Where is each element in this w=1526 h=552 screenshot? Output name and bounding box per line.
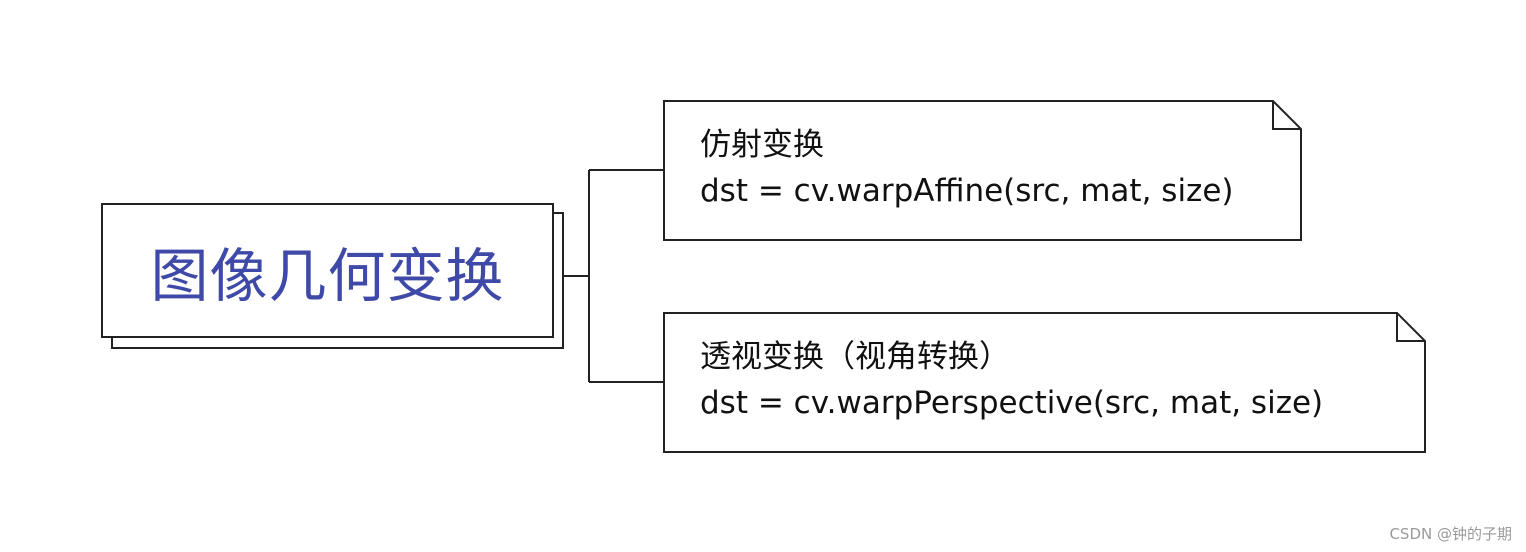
note-2-title: 透视变换（视角转换） <box>700 339 1010 375</box>
root-node-label: 图像几何变换 <box>150 241 505 310</box>
root-node[interactable] <box>101 203 554 338</box>
note-1-code: dst = cv.warpAffine(src, mat, size) <box>700 173 1234 209</box>
note-1-fold <box>1272 101 1301 130</box>
note-1-title: 仿射变换 <box>700 127 824 163</box>
note-2-code: dst = cv.warpPerspective(src, mat, size) <box>700 385 1324 421</box>
note-1-content: 仿射变换 dst = cv.warpAffine(src, mat, size) <box>700 122 1234 214</box>
note-node-2[interactable] <box>663 312 1426 453</box>
watermark: CSDN @钟的子期 <box>1389 525 1512 543</box>
note-node-1[interactable] <box>663 100 1302 241</box>
note-2-fold <box>1396 313 1425 342</box>
note-2-content: 透视变换（视角转换） dst = cv.warpPerspective(src,… <box>700 334 1323 426</box>
